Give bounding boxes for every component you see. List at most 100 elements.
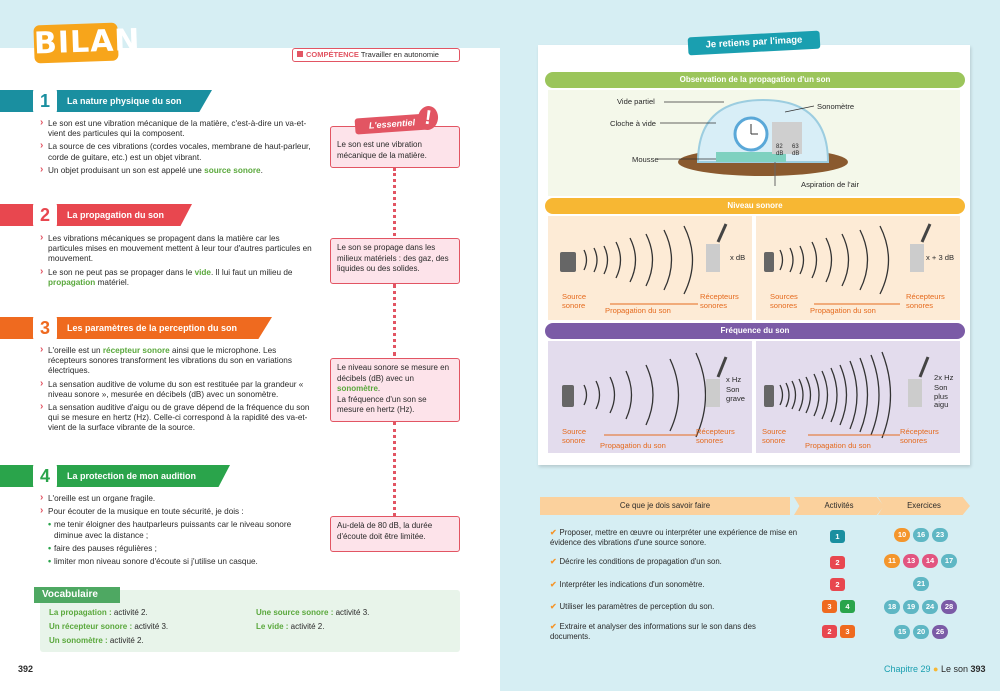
vocab-item: Un récepteur sonore : activité 3.: [49, 622, 169, 631]
section-1-body: Le son est une vibration mécanique de la…: [40, 118, 312, 179]
section-number: 4: [33, 465, 57, 487]
section-number: 2: [33, 204, 57, 226]
skill-row: ✔Extraire et analyser des informations s…: [550, 622, 756, 641]
sub-bullet: limiter mon niveau sonore d'écoute si j'…: [40, 556, 312, 567]
section-title: Les paramètres de la perception du son: [67, 323, 238, 333]
essentiel-box-4: Au-delà de 80 dB, la durée d'écoute doit…: [330, 516, 460, 552]
section-3-header: 3 Les paramètres de la perception du son: [0, 317, 272, 339]
exercise-badge[interactable]: 11: [884, 554, 900, 568]
skill-row: ✔Interpréter les indications d'un sonomè…: [550, 580, 705, 589]
exercise-badge[interactable]: 28: [941, 600, 957, 614]
bullet: Les vibrations mécaniques se propagent d…: [40, 233, 312, 265]
section-3-body: L'oreille est un récepteur sonore ainsi …: [40, 345, 312, 437]
niveau-right-value: x + 3 dB: [926, 253, 955, 262]
section-title: La nature physique du son: [67, 96, 182, 106]
sub-bullet: faire des pauses régulières ;: [40, 543, 312, 554]
section-number: 1: [33, 90, 57, 112]
section-4-header: 4 La protection de mon audition: [0, 465, 230, 487]
page-number-left: 392: [18, 664, 34, 674]
skills-header: Ce que je dois savoir faire: [540, 497, 790, 515]
bullet: La sensation auditive de volume du son e…: [40, 379, 312, 400]
bilan-title: BILAN: [33, 22, 142, 64]
activity-badge[interactable]: 1: [830, 530, 845, 543]
exercise-badge[interactable]: 23: [932, 528, 948, 542]
section-title: La protection de mon audition: [67, 471, 196, 481]
activity-badge[interactable]: 2: [830, 578, 845, 591]
activities-header: Activités: [794, 497, 884, 515]
exercise-badge[interactable]: 26: [932, 625, 948, 639]
freq-waves: [562, 351, 930, 439]
freq-right-desc: Son plus aigu: [934, 383, 949, 409]
exercise-badge[interactable]: 14: [922, 554, 938, 568]
exercise-badge[interactable]: 13: [903, 554, 919, 568]
dotted-connector: [393, 422, 396, 516]
essentiel-box-2: Le son se propage dans les milieux matér…: [330, 238, 460, 284]
left-page: BILAN COMPÉTENCE Travailler en autonomie…: [0, 0, 500, 691]
section-2-body: Les vibrations mécaniques se propagent d…: [40, 233, 312, 291]
freq-right-value: 2x Hz: [934, 373, 954, 382]
exercise-badge[interactable]: 17: [941, 554, 957, 568]
observation-bar: Observation de la propagation d'un son: [545, 72, 965, 88]
exercise-badge[interactable]: 16: [913, 528, 929, 542]
exercise-badge[interactable]: 18: [884, 600, 900, 614]
db-reading-1: 82 dB: [776, 144, 784, 157]
exercise-badge[interactable]: 10: [894, 528, 910, 542]
freq-left-value: x Hz: [726, 375, 742, 384]
competence-box: COMPÉTENCE Travailler en autonomie: [292, 48, 460, 62]
label-cloche: Cloche à vide: [610, 119, 657, 128]
exercise-badge[interactable]: 20: [913, 625, 929, 639]
niveau-waves: [560, 223, 932, 305]
skill-row: ✔Utiliser les paramètres de perception d…: [550, 602, 715, 611]
page-number-right: 393: [970, 664, 986, 674]
section-1-header: 1 La nature physique du son: [0, 90, 212, 112]
exercises-header: Exercices: [878, 497, 970, 515]
bullet: L'oreille est un récepteur sonore ainsi …: [40, 345, 312, 377]
section-4-body: L'oreille est un organe fragile. Pour éc…: [40, 493, 312, 570]
bullet: La sensation auditive d'aigu ou de grave…: [40, 402, 312, 434]
chapter-footer: Chapitre 29 ● Le son 393: [884, 664, 986, 674]
vocab-item: Une source sonore : activité 3.: [256, 608, 370, 617]
label-vide: Vide partiel: [617, 97, 655, 106]
niveau-recep-label-2: Récepteurs sonores: [906, 292, 945, 310]
niveau-prop-label: Propagation du son: [605, 306, 671, 315]
niveau-source-label: Source sonore: [562, 292, 587, 310]
activity-badge[interactable]: 2: [822, 625, 837, 638]
niveau-sources-label: Sources sonores: [770, 292, 798, 310]
label-sonometre: Sonomètre: [817, 102, 855, 111]
vocab-item: La propagation : activité 2.: [49, 608, 148, 617]
square-icon: [297, 51, 303, 57]
niveau-prop-label-2: Propagation du son: [810, 306, 876, 315]
niveau-recep-label: Récepteurs sonores: [700, 292, 739, 310]
freq-source-label-2: Source sonore: [762, 427, 787, 445]
freq-source-label: Source sonore: [562, 427, 587, 445]
section-title: La propagation du son: [67, 210, 164, 220]
freq-left-desc: Son grave: [726, 385, 745, 403]
bullet: Le son ne peut pas se propager dans le v…: [40, 267, 312, 288]
section-number: 3: [33, 317, 57, 339]
section-2-header: 2 La propagation du son: [0, 204, 192, 226]
bullet: L'oreille est un organe fragile.: [40, 493, 312, 504]
exercise-badge[interactable]: 21: [913, 577, 929, 591]
db-reading-2: 63 dB: [792, 144, 800, 157]
niveau-bar: Niveau sonore: [545, 198, 965, 214]
bullet: Pour écouter de la musique en toute sécu…: [40, 506, 312, 517]
dotted-connector: [393, 284, 396, 356]
freq-prop-label-2: Propagation du son: [805, 441, 871, 450]
vocabulary-title: Vocabulaire: [34, 587, 120, 603]
activity-badge[interactable]: 3: [822, 600, 837, 613]
dotted-connector: [393, 168, 396, 236]
freq-prop-label: Propagation du son: [600, 441, 666, 450]
bell-jar-illustration: [658, 98, 848, 186]
freq-recep-label-2: Récepteurs sonores: [900, 427, 939, 445]
essentiel-box-1: Le son est une vibration mécanique de la…: [330, 126, 460, 168]
bullet: Un objet produisant un son est appelé un…: [40, 165, 312, 176]
competence-text: Travailler en autonomie: [360, 50, 439, 59]
exercise-badge[interactable]: 24: [922, 600, 938, 614]
activity-badge[interactable]: 3: [840, 625, 855, 638]
exercise-badge[interactable]: 15: [894, 625, 910, 639]
bullet: Le son est une vibration mécanique de la…: [40, 118, 312, 139]
activity-badge[interactable]: 2: [830, 556, 845, 569]
activity-badge[interactable]: 4: [840, 600, 855, 613]
exercise-badge[interactable]: 19: [903, 600, 919, 614]
vocab-item: Un sonomètre : activité 2.: [49, 636, 144, 645]
